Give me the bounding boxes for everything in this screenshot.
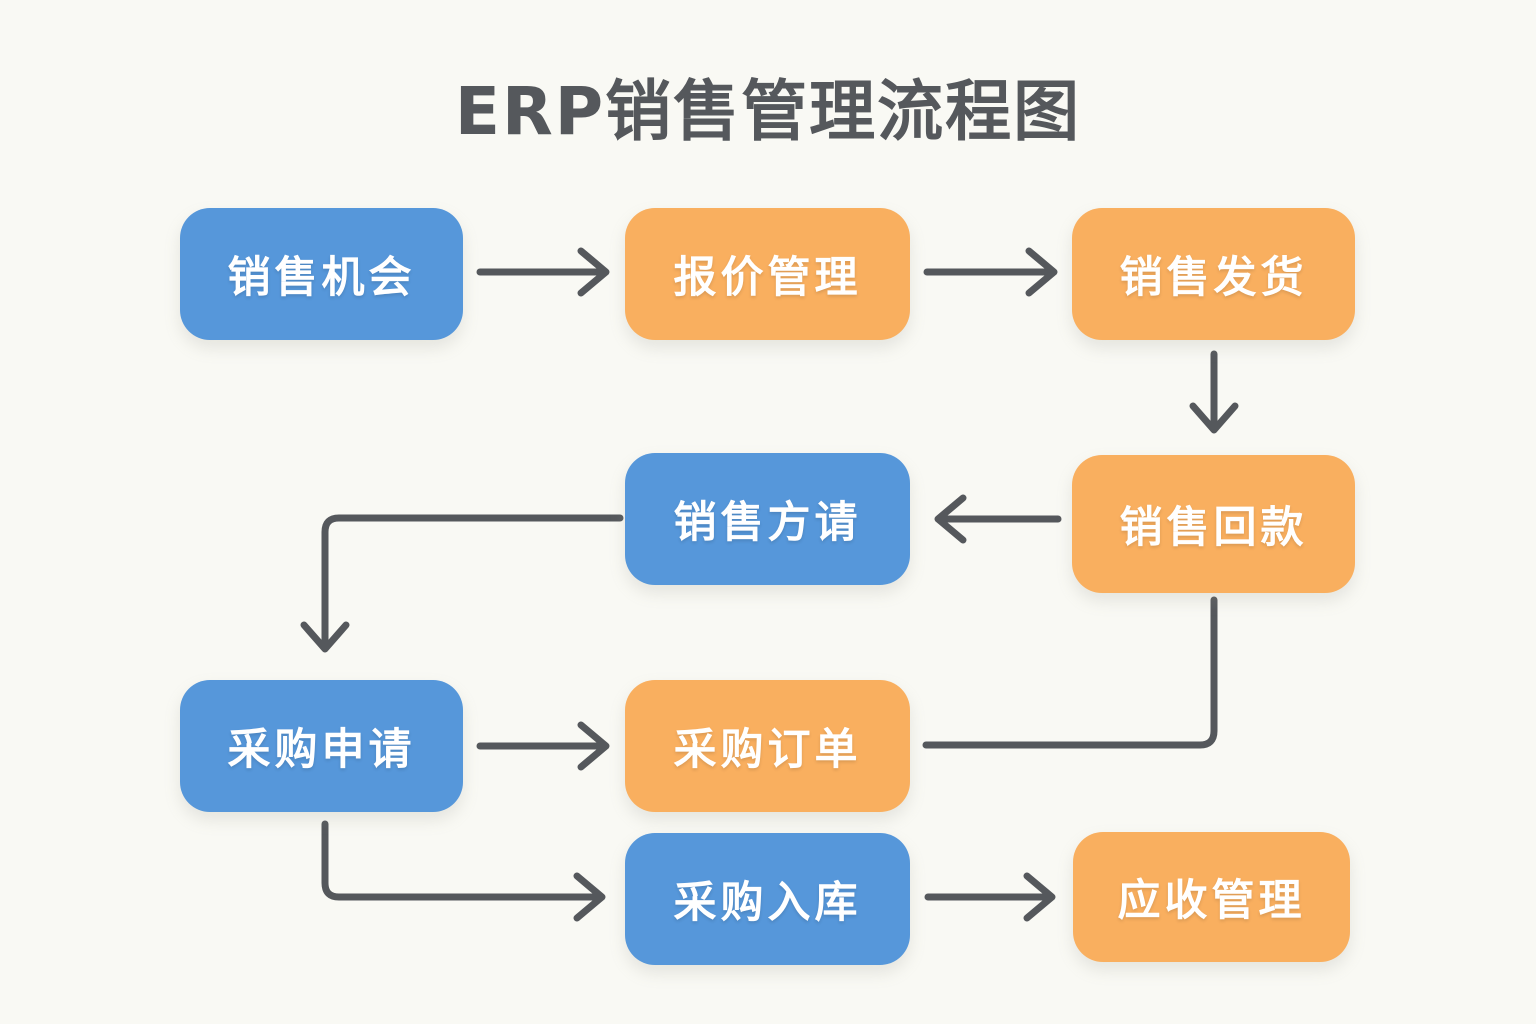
node-label: 销售机会 — [227, 253, 416, 303]
edge-sales-request-to-purchase-request — [300, 514, 624, 653]
edge-purchase-request-to-purchase-order — [476, 721, 610, 771]
node-purchase-inbound: 采购入库 — [625, 833, 910, 965]
edge-purchase-request-to-purchase-inbound — [321, 820, 606, 922]
node-label: 采购订单 — [673, 725, 862, 775]
node-sales-opportunity: 销售机会 — [180, 208, 463, 340]
node-sales-collection: 销售回款 — [1072, 455, 1355, 593]
node-label: 销售方请 — [673, 498, 862, 548]
node-label: 销售回款 — [1119, 503, 1308, 553]
node-sales-delivery: 销售发货 — [1072, 208, 1355, 340]
edge-purchase-inbound-to-receivables — [924, 872, 1056, 922]
edge-sales-collection-to-purchase-order — [922, 596, 1218, 749]
edge-sales-collection-to-sales-request — [934, 494, 1062, 544]
node-sales-request: 销售方请 — [625, 453, 910, 585]
node-label: 报价管理 — [673, 253, 862, 303]
node-receivables-management: 应收管理 — [1073, 832, 1350, 962]
node-label: 采购入库 — [673, 878, 862, 928]
edge-quotation-to-sales-delivery — [923, 247, 1058, 297]
node-purchase-request: 采购申请 — [180, 680, 463, 812]
edge-sales-opportunity-to-quotation — [476, 247, 610, 297]
node-purchase-order: 采购订单 — [625, 680, 910, 812]
node-label: 采购申请 — [227, 725, 416, 775]
page-title: ERP销售管理流程图 — [454, 73, 1082, 150]
node-label: 销售发货 — [1119, 253, 1308, 303]
node-label: 应收管理 — [1117, 876, 1306, 926]
edge-sales-delivery-to-sales-collection — [1189, 350, 1239, 434]
node-quotation-management: 报价管理 — [625, 208, 910, 340]
